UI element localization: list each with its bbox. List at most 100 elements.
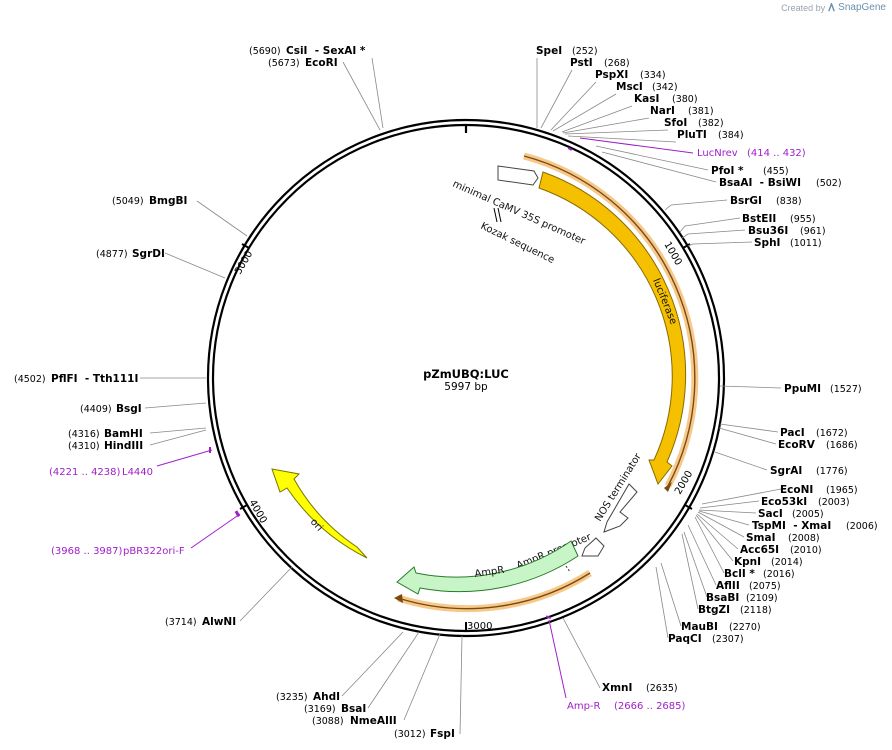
primer-amp-r[interactable]: Amp-R (2666 .. 2685) (567, 701, 686, 712)
snapgene-credit: Created by SnapGene (781, 2, 886, 13)
site-smai[interactable]: SmaI (2008) (746, 532, 820, 544)
feature-camv-promoter[interactable] (497, 165, 539, 186)
svg-text:XmnI: XmnI (602, 682, 632, 694)
site-bsaai-bsiwi[interactable]: BsaAI - BsiWI (502) (719, 177, 842, 189)
site-csii-sexai[interactable]: (5690) CsiI - SexAI * (249, 45, 366, 57)
feature-ori[interactable] (271, 468, 368, 559)
site-econi[interactable]: EcoNI (1965) (780, 484, 858, 496)
svg-text:(455): (455) (763, 166, 789, 177)
site-bsai[interactable]: (3169) BsaI (304, 703, 366, 715)
site-maubi[interactable]: MauBI (2270) (681, 621, 761, 633)
site-ecori[interactable]: (5673) EcoRI (268, 57, 338, 69)
svg-text:PluTI: PluTI (677, 129, 707, 141)
site-nari[interactable]: NarI (381) (650, 105, 714, 117)
site-nmeaiii[interactable]: (3088) NmeAIII (312, 715, 397, 727)
plasmid-size: 5997 bp (444, 381, 488, 393)
svg-text:(2014): (2014) (771, 557, 803, 568)
primer-site-marks (209, 147, 573, 619)
site-kasi[interactable]: KasI (380) (634, 93, 698, 105)
site-fspi[interactable]: (3012) FspI (394, 728, 455, 740)
site-ecorv[interactable]: EcoRV (1686) (778, 439, 858, 451)
svg-text:BmgBI: BmgBI (149, 195, 187, 207)
site-bamhi[interactable]: (4316) BamHI (68, 428, 143, 440)
svg-text:(2008): (2008) (788, 533, 820, 544)
svg-text:(3169): (3169) (304, 704, 336, 715)
site-eco53ki[interactable]: Eco53kI (2003) (761, 496, 850, 508)
site-sgrai[interactable]: SgrAI (1776) (770, 465, 848, 477)
site-sphi[interactable]: SphI (1011) (754, 237, 822, 249)
plasmid-name: pZmUBQ:LUC (423, 367, 509, 381)
primer-leader-lines (156, 137, 694, 699)
primer-pbr322ori-f[interactable]: (3968 .. 3987) pBR322ori-F (51, 546, 185, 557)
svg-text:(2635): (2635) (646, 683, 678, 694)
site-saci[interactable]: SacI (2005) (758, 508, 824, 520)
feature-ampr-promoter[interactable] (581, 537, 605, 557)
site-msci[interactable]: MscI (342) (616, 81, 678, 93)
svg-text:NmeAIII: NmeAIII (350, 715, 397, 727)
site-pflfi-tth111i[interactable]: (4502) PflFI - Tth111I (14, 373, 138, 385)
primer-l4440[interactable]: (4221 .. 4238) L4440 (49, 467, 153, 478)
primer-lucnrev[interactable]: LucNrev (414 .. 432) (697, 148, 806, 159)
svg-text:BtgZI: BtgZI (698, 604, 730, 616)
svg-text:(414 .. 432): (414 .. 432) (747, 148, 806, 159)
svg-text:(3968 .. 3987): (3968 .. 3987) (51, 546, 123, 557)
site-bsteii[interactable]: BstEII (955) (742, 213, 816, 225)
site-alwni[interactable]: (3714) AlwNI (165, 616, 236, 628)
site-bsabi[interactable]: BsaBI (2109) (706, 592, 778, 604)
svg-text:EcoRV: EcoRV (778, 439, 816, 451)
svg-text:(384): (384) (718, 130, 744, 141)
feature-luciferase[interactable] (538, 171, 687, 486)
site-bsgi[interactable]: (4409) BsgI (80, 403, 142, 415)
site-xmni[interactable]: XmnI (2635) (602, 682, 678, 694)
svg-text:Eco53kI: Eco53kI (761, 496, 807, 508)
site-pspxi[interactable]: PspXI (334) (595, 69, 666, 81)
svg-text:KasI: KasI (634, 93, 659, 105)
svg-text:(1686): (1686) (826, 440, 858, 451)
svg-text:(5690): (5690) (249, 46, 281, 57)
svg-text:(382): (382) (698, 118, 724, 129)
feature-nos-terminator[interactable] (603, 483, 638, 533)
svg-text:FspI: FspI (430, 728, 455, 740)
site-acc65i[interactable]: Acc65I (2010) (740, 544, 822, 556)
tick-4000: 4000 (246, 498, 268, 526)
svg-text:(2270): (2270) (729, 622, 761, 633)
svg-text:(4221 .. 4238): (4221 .. 4238) (49, 467, 121, 478)
site-hindiii[interactable]: (4310) HindIII (68, 440, 143, 452)
svg-text:(1527): (1527) (830, 384, 862, 395)
svg-text:(2118): (2118) (740, 605, 772, 616)
svg-text:(502): (502) (816, 178, 842, 189)
site-pfoi[interactable]: PfoI * (455) (711, 165, 789, 177)
feature-ampr[interactable] (396, 540, 579, 595)
svg-text:SacI: SacI (758, 508, 783, 520)
site-bmgbi[interactable]: (5049) BmgBI (112, 195, 187, 207)
site-sfoi[interactable]: SfoI (382) (664, 117, 724, 129)
site-pluti[interactable]: PluTI (384) (677, 129, 744, 141)
svg-text:PspXI: PspXI (595, 69, 628, 81)
site-bsu36i[interactable]: Bsu36I (961) (748, 225, 826, 237)
site-tspmi-xmai[interactable]: TspMI - XmaI (2006) (752, 520, 878, 532)
svg-text:BclI *: BclI * (724, 568, 755, 580)
svg-text:(2307): (2307) (712, 634, 744, 645)
svg-text:(2016): (2016) (763, 569, 795, 580)
site-paci[interactable]: PacI (1672) (780, 427, 848, 439)
site-sgrdi[interactable]: (4877) SgrDI (96, 248, 165, 260)
svg-text:(3714): (3714) (165, 617, 197, 628)
site-bcli[interactable]: BclI * (2016) (724, 568, 795, 580)
svg-text:MauBI: MauBI (681, 621, 718, 633)
site-ppumi[interactable]: PpuMI (1527) (784, 383, 862, 395)
site-bsrgi[interactable]: BsrGI (838) (730, 195, 802, 207)
svg-text:(961): (961) (800, 226, 826, 237)
site-spei[interactable]: SpeI (252) (536, 45, 598, 57)
site-aflii[interactable]: AflII (2075) (716, 580, 781, 592)
feature-kozak[interactable] (493, 207, 502, 223)
svg-text:BstEII: BstEII (742, 213, 776, 225)
credit-brand: SnapGene (838, 2, 886, 13)
site-psti[interactable]: PstI (268) (570, 57, 630, 69)
feature-label-ampr: AmpR (474, 565, 505, 580)
site-ahdi[interactable]: (3235) AhdI (276, 691, 340, 703)
site-paqci[interactable]: PaqCI (2307) (668, 633, 744, 645)
site-btgzi[interactable]: BtgZI (2118) (698, 604, 772, 616)
site-kpni[interactable]: KpnI (2014) (734, 556, 803, 568)
svg-text:(252): (252) (572, 46, 598, 57)
